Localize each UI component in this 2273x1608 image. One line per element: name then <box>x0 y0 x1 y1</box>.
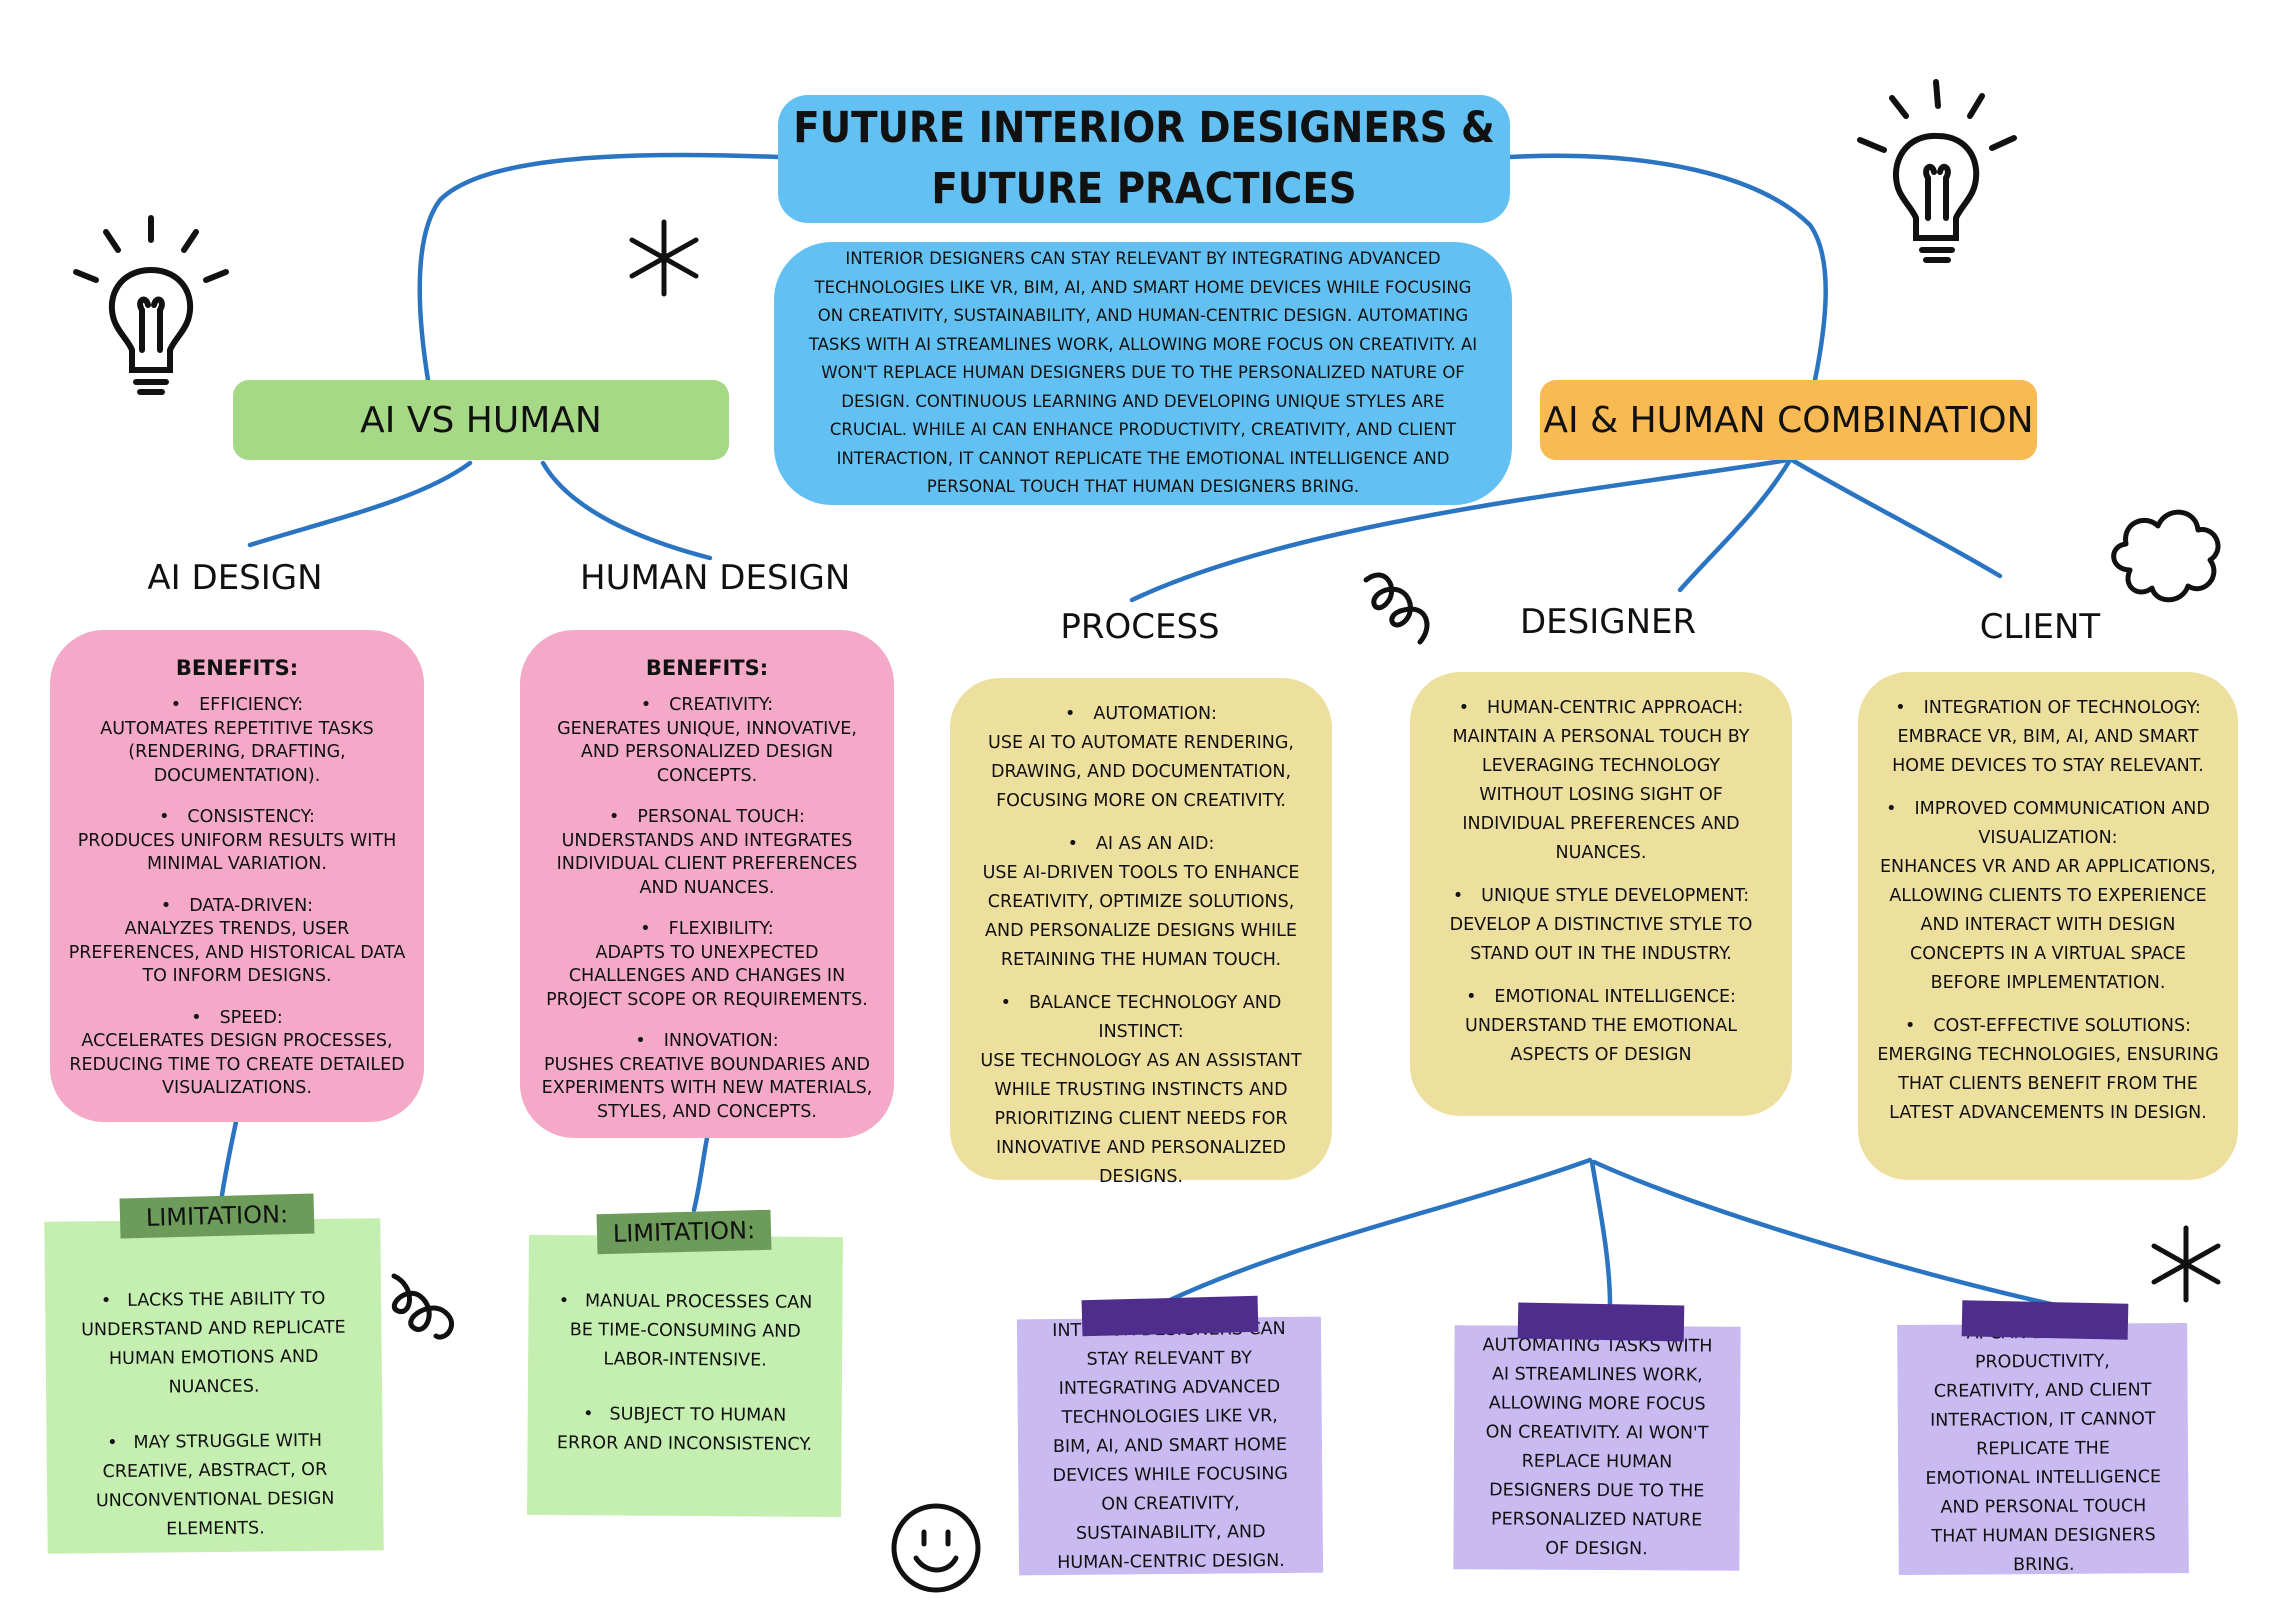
asterisk-icon <box>2151 1225 2221 1303</box>
list-item: CONSISTENCY:Produces uniform results wit… <box>68 806 406 877</box>
human-limitation-tab: LIMITATION: <box>596 1209 772 1255</box>
designer-card: HUMAN-CENTRIC APPROACH:Maintain a person… <box>1410 672 1792 1116</box>
squiggle-icon <box>1363 572 1430 645</box>
ai-human-combination-pill: AI & HUMAN COMBINATION <box>1540 380 2037 460</box>
connector-ai-limitation <box>219 1119 239 1198</box>
benefits-title: BENEFITS: <box>175 656 299 680</box>
list-item: May struggle with creative, abstract, or… <box>74 1427 355 1546</box>
connector-client <box>1789 457 2003 579</box>
list-item: CREATIVITY:Generates unique, innovative,… <box>538 694 876 788</box>
connector-note-2 <box>1589 1159 1613 1308</box>
list-item: Subject to human error and inconsistency… <box>555 1400 813 1460</box>
connector-note-3 <box>1591 1159 2058 1308</box>
human-design-heading: HUMAN DESIGN <box>580 558 851 598</box>
connector-ai-design <box>247 460 473 548</box>
intro-summary: Interior designers can stay relevant by … <box>774 242 1512 505</box>
ai-vs-human-pill: AI VS HUMAN <box>233 380 729 460</box>
list-item: COST-EFFECTIVE SOLUTIONS:Emerging techno… <box>1876 1012 2220 1128</box>
summary-note-1-tab <box>1081 1295 1259 1337</box>
asterisk-icon <box>629 219 699 297</box>
summary-note-3-tab <box>1961 1300 2129 1340</box>
designer-heading: DESIGNER <box>1520 602 1697 642</box>
list-item: SPEED:Accelerates design processes, redu… <box>68 1007 406 1101</box>
list-item: AI AS AN AID:Use AI-driven tools to enha… <box>968 830 1314 975</box>
list-item: INNOVATION:Pushes creative boundaries an… <box>538 1030 876 1124</box>
list-item: BALANCE TECHNOLOGY AND INSTINCT:Use tech… <box>968 989 1314 1192</box>
human-limitation-note: Manual processes can be time-consuming a… <box>527 1234 843 1518</box>
list-item: HUMAN-CENTRIC APPROACH:Maintain a person… <box>1440 694 1762 868</box>
list-item: EFFICIENCY:Automates repetitive tasks (r… <box>68 694 406 788</box>
list-item: PERSONAL TOUCH:Understands and integrate… <box>538 806 876 900</box>
list-item: INTEGRATION OF TECHNOLOGY:Embrace VR, BI… <box>1876 694 2220 781</box>
connector-title-right <box>1507 153 1828 383</box>
connector-human-design <box>540 460 713 561</box>
cloud-icon <box>2111 509 2221 603</box>
benefits-title: BENEFITS: <box>645 656 769 680</box>
summary-note-1: Interior designers can stay relevant by … <box>1016 1316 1324 1576</box>
ai-limitation-tab: LIMITATION: <box>119 1193 315 1239</box>
list-item: FLEXIBILITY:Adapts to unexpected challen… <box>538 918 876 1012</box>
connector-human-limitation <box>691 1135 710 1213</box>
page-title: FUTURE INTERIOR DESIGNERS & FUTURE PRACT… <box>778 95 1510 223</box>
ai-design-benefits-card: BENEFITS: EFFICIENCY:Automates repetitiv… <box>50 630 424 1122</box>
connector-process <box>1129 457 1791 603</box>
list-item: AUTOMATION:Use AI to automate rendering,… <box>968 700 1314 816</box>
process-card: AUTOMATION:Use AI to automate rendering,… <box>950 678 1332 1187</box>
list-item: EMOTIONAL INTELLIGENCE:Understand the em… <box>1440 983 1762 1070</box>
squiggle-icon <box>391 1273 455 1340</box>
list-item: UNIQUE STYLE DEVELOPMENT:Develop a disti… <box>1440 882 1762 969</box>
lightbulb-icon <box>73 215 229 395</box>
process-heading: PROCESS <box>1060 607 1220 647</box>
summary-note-2-tab <box>1517 1302 1685 1342</box>
client-card: INTEGRATION OF TECHNOLOGY:Embrace VR, BI… <box>1858 672 2238 1180</box>
client-heading: CLIENT <box>1979 607 2101 647</box>
connector-title-left <box>417 152 781 383</box>
list-item: DATA-DRIVEN:Analyzes trends, user prefer… <box>68 895 406 989</box>
summary-note-3: AI can enhance productivity, creativity,… <box>1897 1322 2189 1576</box>
summary-note-2: Automating tasks with AI streamlines wor… <box>1453 1325 1741 1571</box>
connector-designer <box>1677 457 1793 593</box>
smiley-icon <box>891 1503 981 1593</box>
lightbulb-icon <box>1857 79 2017 263</box>
connector-note-1 <box>1167 1157 1593 1303</box>
list-item: IMPROVED COMMUNICATION AND VISUALIZATION… <box>1876 795 2220 998</box>
human-design-benefits-card: BENEFITS: CREATIVITY:Generates unique, i… <box>520 630 894 1138</box>
list-item: Manual processes can be time-consuming a… <box>556 1287 815 1376</box>
ai-limitation-note: Lacks the ability to understand and repl… <box>44 1218 384 1554</box>
list-item: Lacks the ability to understand and repl… <box>73 1285 354 1404</box>
ai-design-heading: AI DESIGN <box>147 558 323 598</box>
